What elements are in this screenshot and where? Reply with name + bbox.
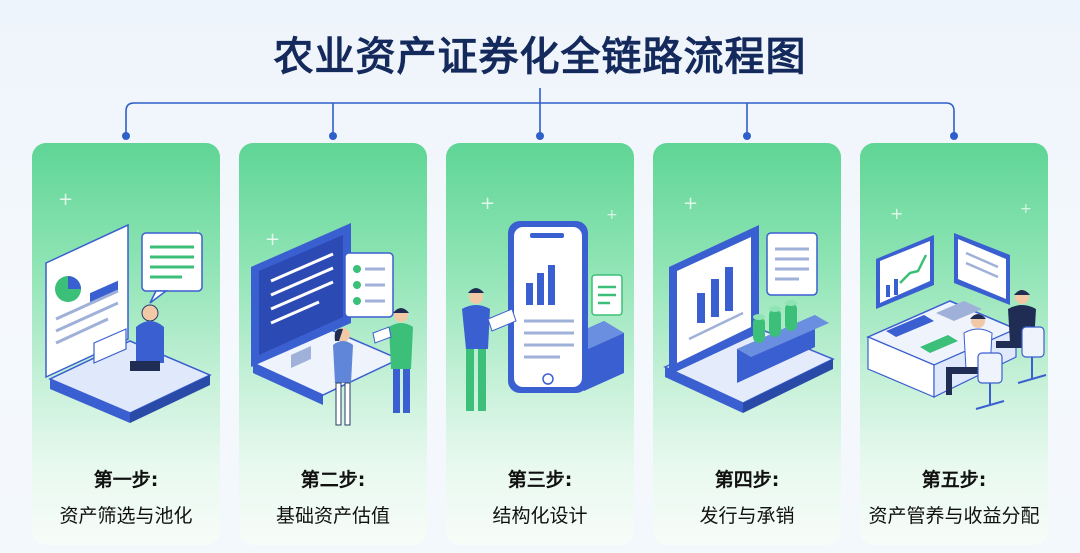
step-card-2: + 第二步: 基础资产估值	[239, 143, 427, 545]
svg-text:+: +	[606, 207, 618, 223]
connector-dot	[536, 132, 544, 140]
monitor-two-people-icon: +	[251, 223, 413, 426]
office-desk-two-workers-icon: + +	[866, 201, 1047, 410]
step-name: 结构化设计	[492, 505, 588, 527]
document-pie-chart-person-icon: + +	[45, 189, 212, 423]
svg-text:+: +	[890, 204, 903, 223]
svg-text:+: +	[480, 193, 495, 214]
step-name: 资产筛选与池化	[59, 505, 193, 527]
smartphone-bar-chart-person-icon: + +	[462, 193, 624, 411]
page-title: 农业资产证券化全链路流程图	[273, 34, 807, 80]
step-label: 第二步:	[300, 469, 366, 491]
step-label: 第三步:	[507, 469, 573, 491]
connector-tree	[122, 88, 958, 140]
step-label: 第四步:	[714, 469, 780, 491]
svg-text:+: +	[683, 193, 698, 214]
svg-text:+: +	[265, 229, 280, 250]
step-card-5: + + 第五	[860, 143, 1048, 545]
step-name: 发行与承销	[699, 505, 795, 527]
step-card-3: + + 第三步: 结构化设计	[446, 143, 634, 545]
connector-dot	[122, 132, 130, 140]
connector-dot	[950, 132, 958, 140]
step-card-1: + + 第一步: 资产筛选与池化	[32, 143, 220, 545]
step-card-4: + 第四步: 发行与承销	[653, 143, 841, 545]
monitor-bar-chart-coins-icon: +	[663, 193, 835, 413]
connector-dot	[743, 132, 751, 140]
step-label: 第五步:	[921, 469, 987, 491]
step-name: 资产管养与收益分配	[868, 505, 1040, 527]
connector-dot	[329, 132, 337, 140]
svg-text:+: +	[58, 189, 73, 210]
step-name: 基础资产估值	[275, 505, 390, 527]
step-label: 第一步:	[93, 469, 159, 491]
svg-text:+: +	[1020, 201, 1032, 217]
